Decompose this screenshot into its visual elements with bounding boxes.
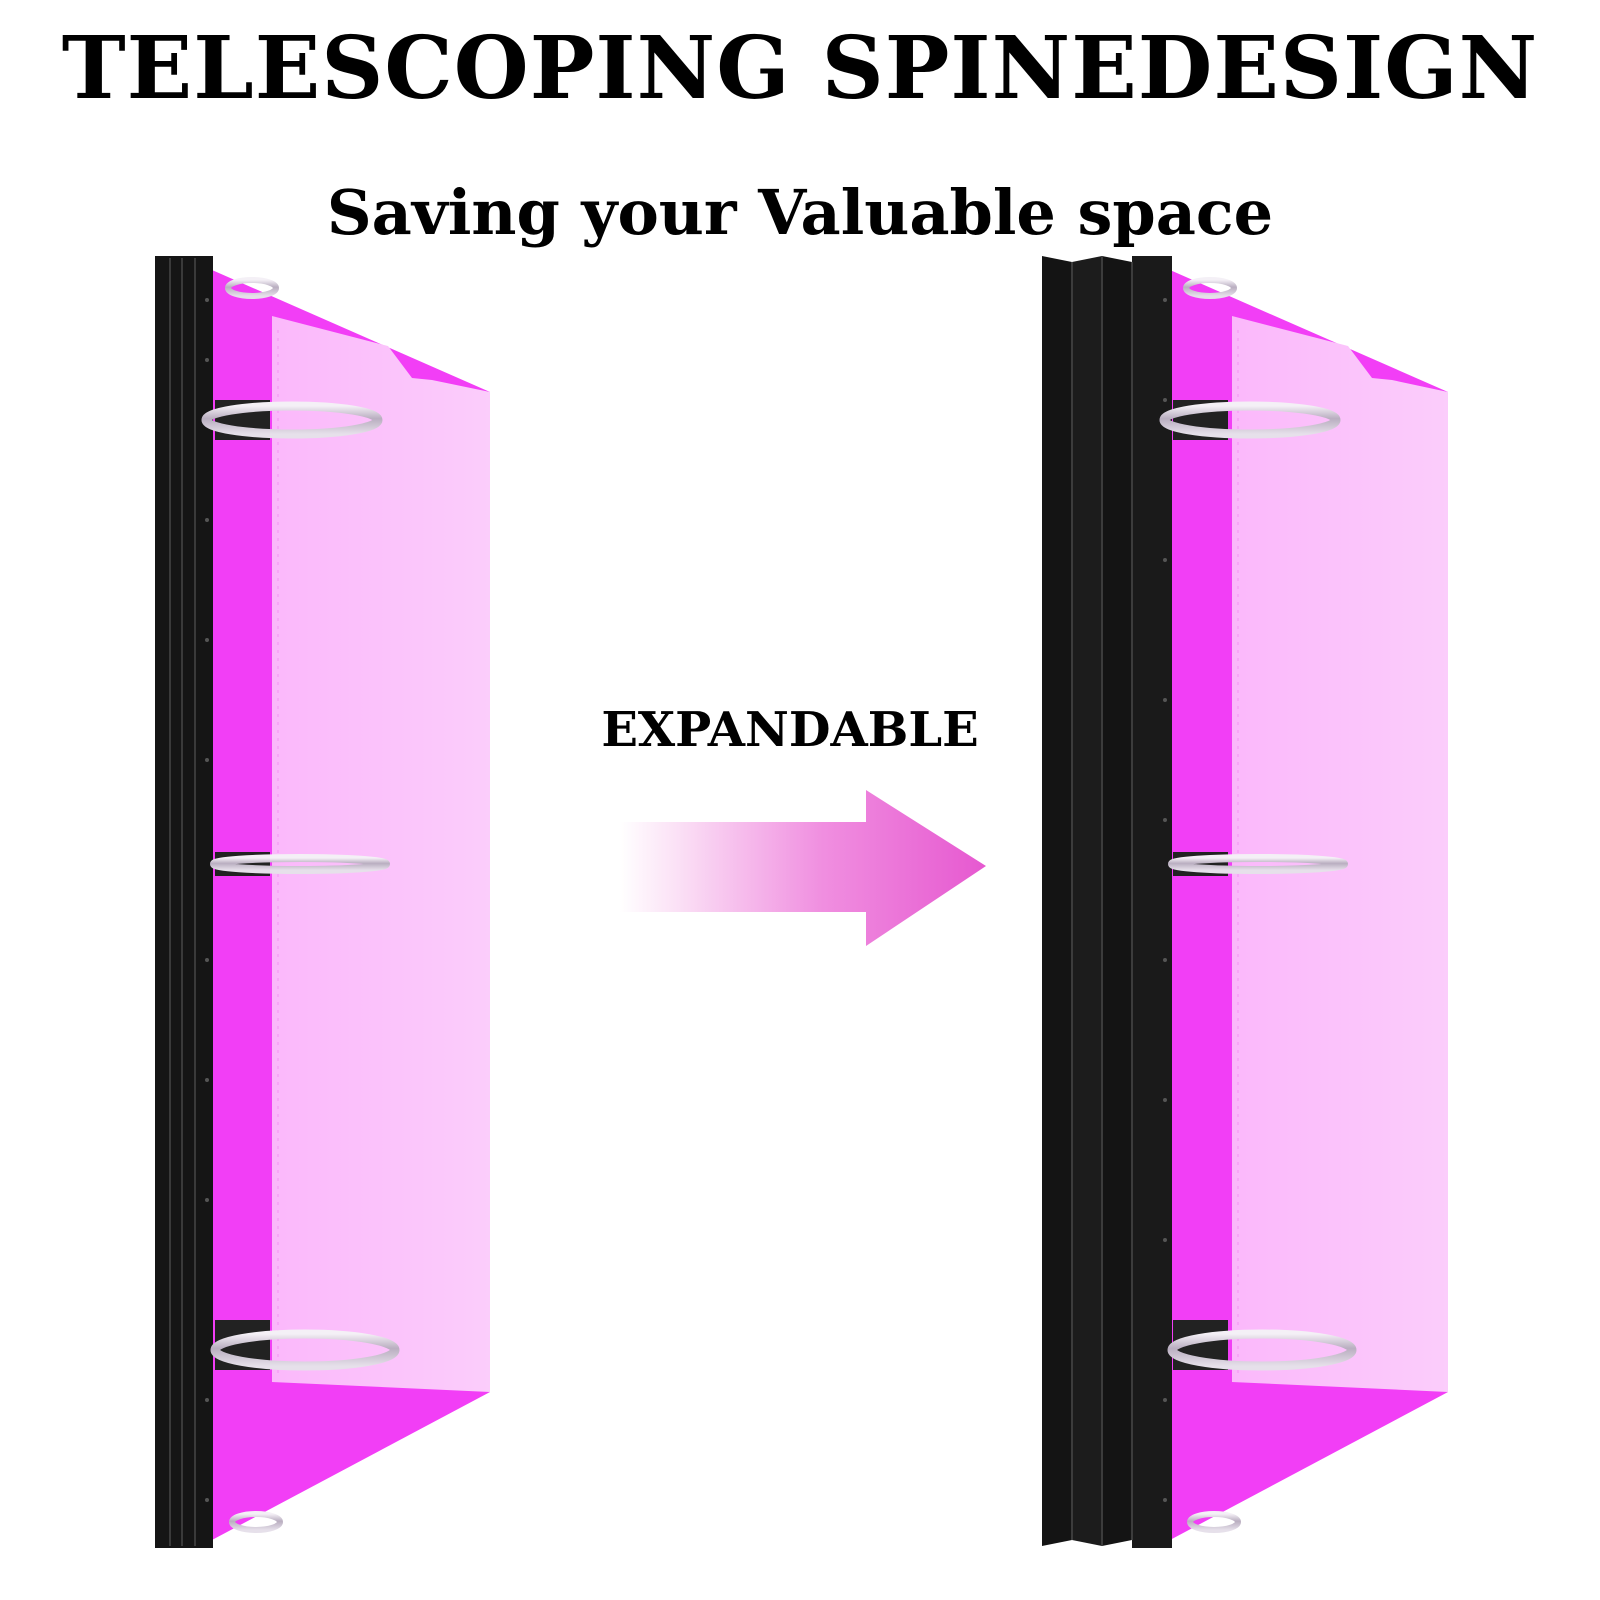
binder-ring [201,400,383,440]
binder-ring [1168,852,1348,876]
main-title: TELESCOPING SPINEDESIGN [61,18,1539,119]
binder-ring [1167,1320,1357,1371]
expandable-label: EXPANDABLE [601,702,979,758]
binder-ring [210,1320,400,1371]
binder-spine [1042,256,1172,1548]
subtitle: Saving your Valuable space [326,176,1274,249]
collapsed-binder [155,256,490,1548]
expand-arrow [620,790,986,946]
binder-ring [210,852,390,876]
binder-spine [155,256,213,1548]
binder-page [272,316,490,1392]
expanded-binder [1042,256,1448,1548]
binder-page [1232,316,1448,1392]
binder-ring [1159,400,1341,440]
